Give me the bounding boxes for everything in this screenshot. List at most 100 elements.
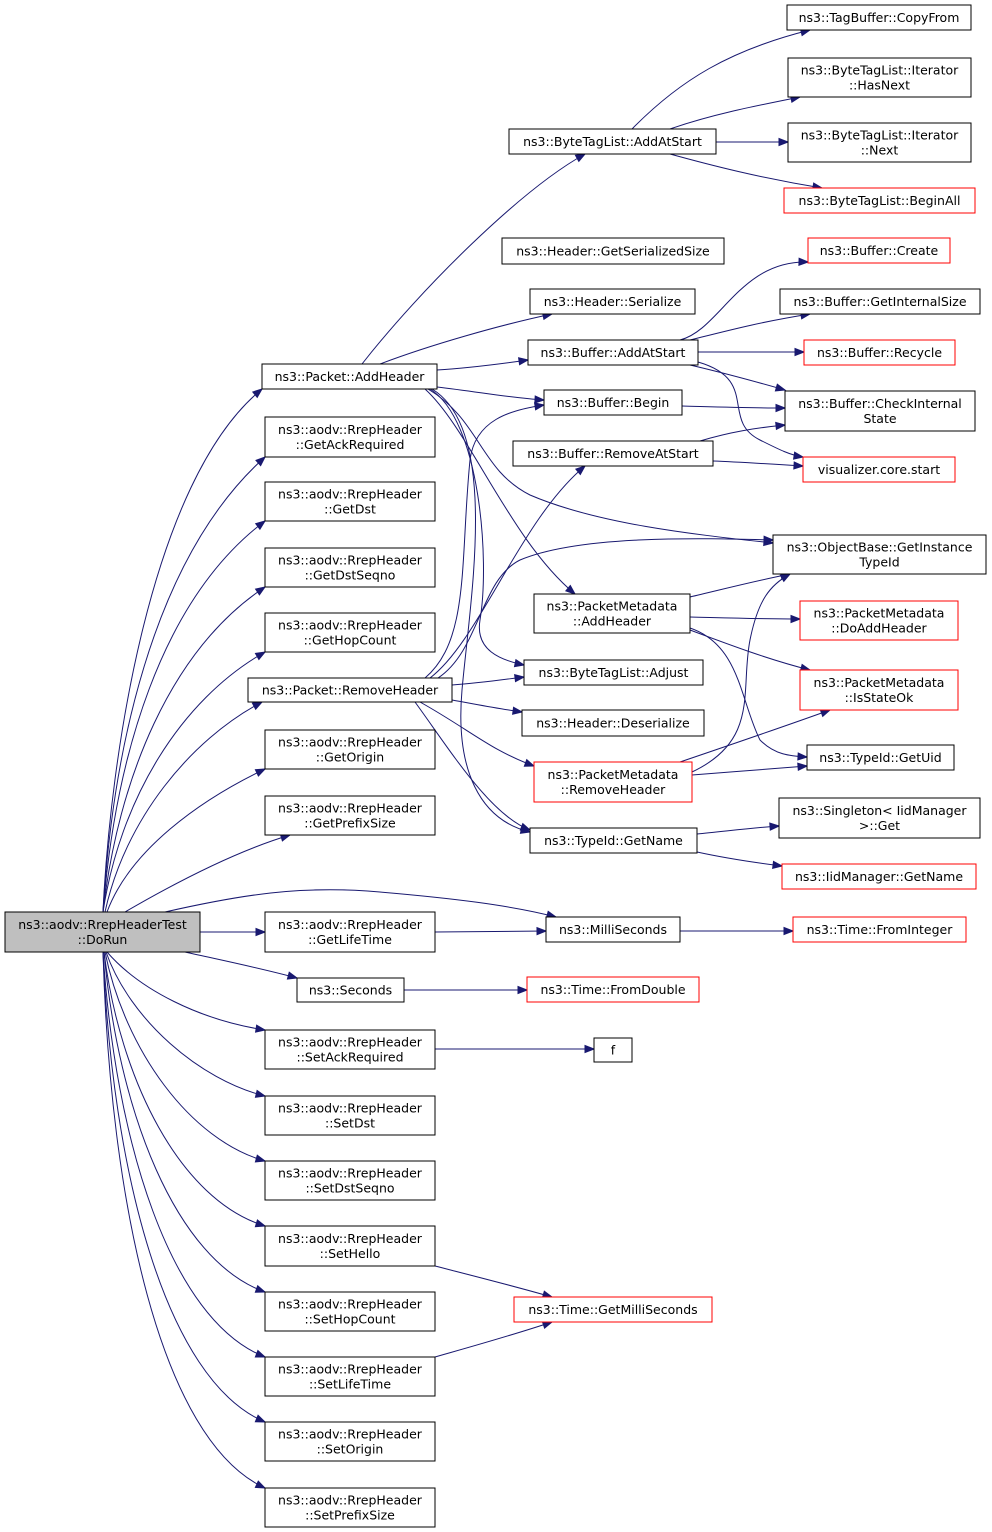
node-box [526, 976, 700, 1003]
node-pkt-removeheader[interactable]: ns3::Packet::RemoveHeader [247, 677, 453, 703]
node-box [786, 4, 972, 31]
node-vis-start[interactable]: visualizer.core.start [802, 456, 956, 483]
node-getackreq[interactable]: ns3::aodv::RrepHeader::GetAckRequired [264, 416, 436, 458]
node-pm-removeheader[interactable]: ns3::PacketMetadata::RemoveHeader [533, 761, 693, 803]
node-tagbuffer-copyfrom[interactable]: ns3::TagBuffer::CopyFrom [786, 4, 972, 31]
node-label: ns3::Singleton< IidManager [792, 803, 967, 818]
node-label: ::SetOrigin [317, 1442, 384, 1457]
edge-pkt_addheader-to-hdr_serialize [379, 311, 554, 365]
node-buf-getinternalsize[interactable]: ns3::Buffer::GetInternalSize [779, 288, 981, 315]
node-seconds[interactable]: ns3::Seconds [296, 977, 405, 1003]
arrowhead [775, 403, 787, 413]
node-hdr-getserialized[interactable]: ns3::Header::GetSerializedSize [501, 237, 725, 265]
node-f[interactable]: f [593, 1037, 633, 1063]
node-gethopcount[interactable]: ns3::aodv::RrepHeader::GetHopCount [264, 612, 436, 653]
node-box [512, 440, 714, 467]
edge-line [427, 388, 774, 544]
node-btl-it-hasnext[interactable]: ns3::ByteTagList::Iterator::HasNext [787, 57, 972, 98]
node-time-getms[interactable]: ns3::Time::GetMilliSeconds [513, 1296, 713, 1323]
node-pkt-addheader[interactable]: ns3::Packet::AddHeader [261, 363, 438, 390]
arrowhead [254, 651, 267, 661]
node-label: ns3::ByteTagList::Adjust [539, 665, 689, 680]
node-label: ns3::Header::GetSerializedSize [516, 244, 710, 259]
edge-buf_addatstart-to-buf_create [679, 257, 810, 341]
edge-line [669, 96, 801, 130]
edge-line [712, 460, 804, 467]
node-label: ::SetHopCount [304, 1312, 395, 1327]
node-label: ns3::aodv::RrepHeader [278, 1427, 423, 1442]
node-hdr-serialize[interactable]: ns3::Header::Serialize [529, 288, 696, 315]
node-getdstseqno[interactable]: ns3::aodv::RrepHeader::GetDstSeqno [264, 547, 436, 588]
node-buf-recycle[interactable]: ns3::Buffer::Recycle [803, 339, 956, 366]
node-label: ns3::aodv::RrepHeader [278, 1362, 423, 1377]
node-sethopcount[interactable]: ns3::aodv::RrepHeader::SetHopCount [264, 1291, 436, 1332]
node-milliseconds[interactable]: ns3::MilliSeconds [545, 916, 681, 943]
node-label: ::GetLifeTime [308, 932, 392, 947]
arrowhead [517, 357, 530, 366]
node-btl-adjust[interactable]: ns3::ByteTagList::Adjust [523, 659, 704, 686]
node-getprefixsize[interactable]: ns3::aodv::RrepHeader::GetPrefixSize [264, 795, 436, 836]
node-setprefixsize[interactable]: ns3::aodv::RrepHeader::SetPrefixSize [264, 1487, 436, 1528]
arrowhead [534, 395, 546, 404]
edge-btl_addatstart-to-btl_it_next [716, 137, 790, 147]
node-label: State [863, 411, 896, 426]
node-setackreq[interactable]: ns3::aodv::RrepHeader::SetAckRequired [264, 1029, 436, 1070]
node-iid-getname[interactable]: ns3::IidManager::GetName [781, 863, 977, 890]
node-label: ns3::aodv::RrepHeader [278, 1493, 423, 1508]
node-time-fromdouble[interactable]: ns3::Time::FromDouble [526, 976, 700, 1003]
node-buf-begin[interactable]: ns3::Buffer::Begin [543, 389, 683, 416]
node-box [264, 1356, 436, 1397]
node-btl-addatstart[interactable]: ns3::ByteTagList::AddAtStart [508, 128, 717, 155]
node-label: >::Get [859, 818, 900, 833]
edge-line [106, 951, 266, 1031]
node-pm-doaddheader[interactable]: ns3::PacketMetadata::DoAddHeader [799, 600, 959, 641]
node-buf-create[interactable]: ns3::Buffer::Create [807, 237, 951, 264]
arrowhead [523, 758, 536, 767]
node-box [264, 1095, 436, 1136]
node-setdstseqno[interactable]: ns3::aodv::RrepHeader::SetDstSeqno [264, 1160, 436, 1201]
node-box [803, 339, 956, 366]
arrowhead [819, 709, 832, 718]
node-box [779, 288, 981, 315]
node-setlifetime[interactable]: ns3::aodv::RrepHeader::SetLifeTime [264, 1356, 436, 1397]
edge-pkt_removeheader-to-ob_getinstance [437, 535, 775, 679]
node-sethello[interactable]: ns3::aodv::RrepHeader::SetHello [264, 1225, 436, 1267]
arrowhead [541, 1320, 554, 1330]
node-box [296, 977, 405, 1003]
node-buf-removeatstart[interactable]: ns3::Buffer::RemoveAtStart [512, 440, 714, 467]
node-buf-addatstart[interactable]: ns3::Buffer::AddAtStart [527, 339, 699, 366]
node-time-frominteger[interactable]: ns3::Time::FromInteger [792, 916, 967, 943]
node-btl-beginall[interactable]: ns3::ByteTagList::BeginAll [783, 187, 976, 214]
edge-root-to-getlifetime [200, 927, 267, 937]
node-setorigin[interactable]: ns3::aodv::RrepHeader::SetOrigin [264, 1421, 436, 1462]
node-singleton-get[interactable]: ns3::Singleton< IidManager >::Get [778, 797, 981, 839]
arrowhead [254, 1154, 267, 1163]
node-label: TypeId [858, 555, 899, 570]
node-box [792, 916, 967, 943]
node-label: ns3::TagBuffer::CopyFrom [799, 10, 960, 25]
node-typeid-getname[interactable]: ns3::TypeId::GetName [529, 827, 698, 854]
node-label: ns3::Time::GetMilliSeconds [528, 1302, 697, 1317]
node-getlifetime[interactable]: ns3::aodv::RrepHeader::GetLifeTime [264, 911, 436, 953]
node-root[interactable]: ns3::aodv::RrepHeaderTest::DoRun [4, 911, 201, 953]
node-pm-addheader[interactable]: ns3::PacketMetadata::AddHeader [533, 593, 691, 634]
node-btl-it-next[interactable]: ns3::ByteTagList::Iterator::Next [787, 122, 972, 163]
node-pm-isstateok[interactable]: ns3::PacketMetadata::IsStateOk [799, 669, 959, 711]
node-label: ns3::ByteTagList::AddAtStart [523, 134, 702, 149]
arrowhead [254, 1089, 267, 1098]
node-setdst[interactable]: ns3::aodv::RrepHeader::SetDst [264, 1095, 436, 1136]
node-label: ns3::Buffer::Recycle [817, 345, 942, 360]
node-label: ns3::PacketMetadata [548, 767, 679, 782]
edge-line [689, 364, 786, 391]
edge-line [696, 851, 783, 867]
arrowhead [251, 701, 264, 711]
node-typeid-getuid[interactable]: ns3::TypeId::GetUid [806, 744, 955, 771]
node-getorigin[interactable]: ns3::aodv::RrepHeader::GetOrigin [264, 729, 436, 770]
node-getdst[interactable]: ns3::aodv::RrepHeader::GetDst [264, 481, 436, 522]
node-hdr-deserialize[interactable]: ns3::Header::Deserialize [521, 709, 705, 737]
arrowhead [783, 926, 795, 936]
node-box [264, 911, 436, 953]
edge-line [691, 573, 791, 773]
